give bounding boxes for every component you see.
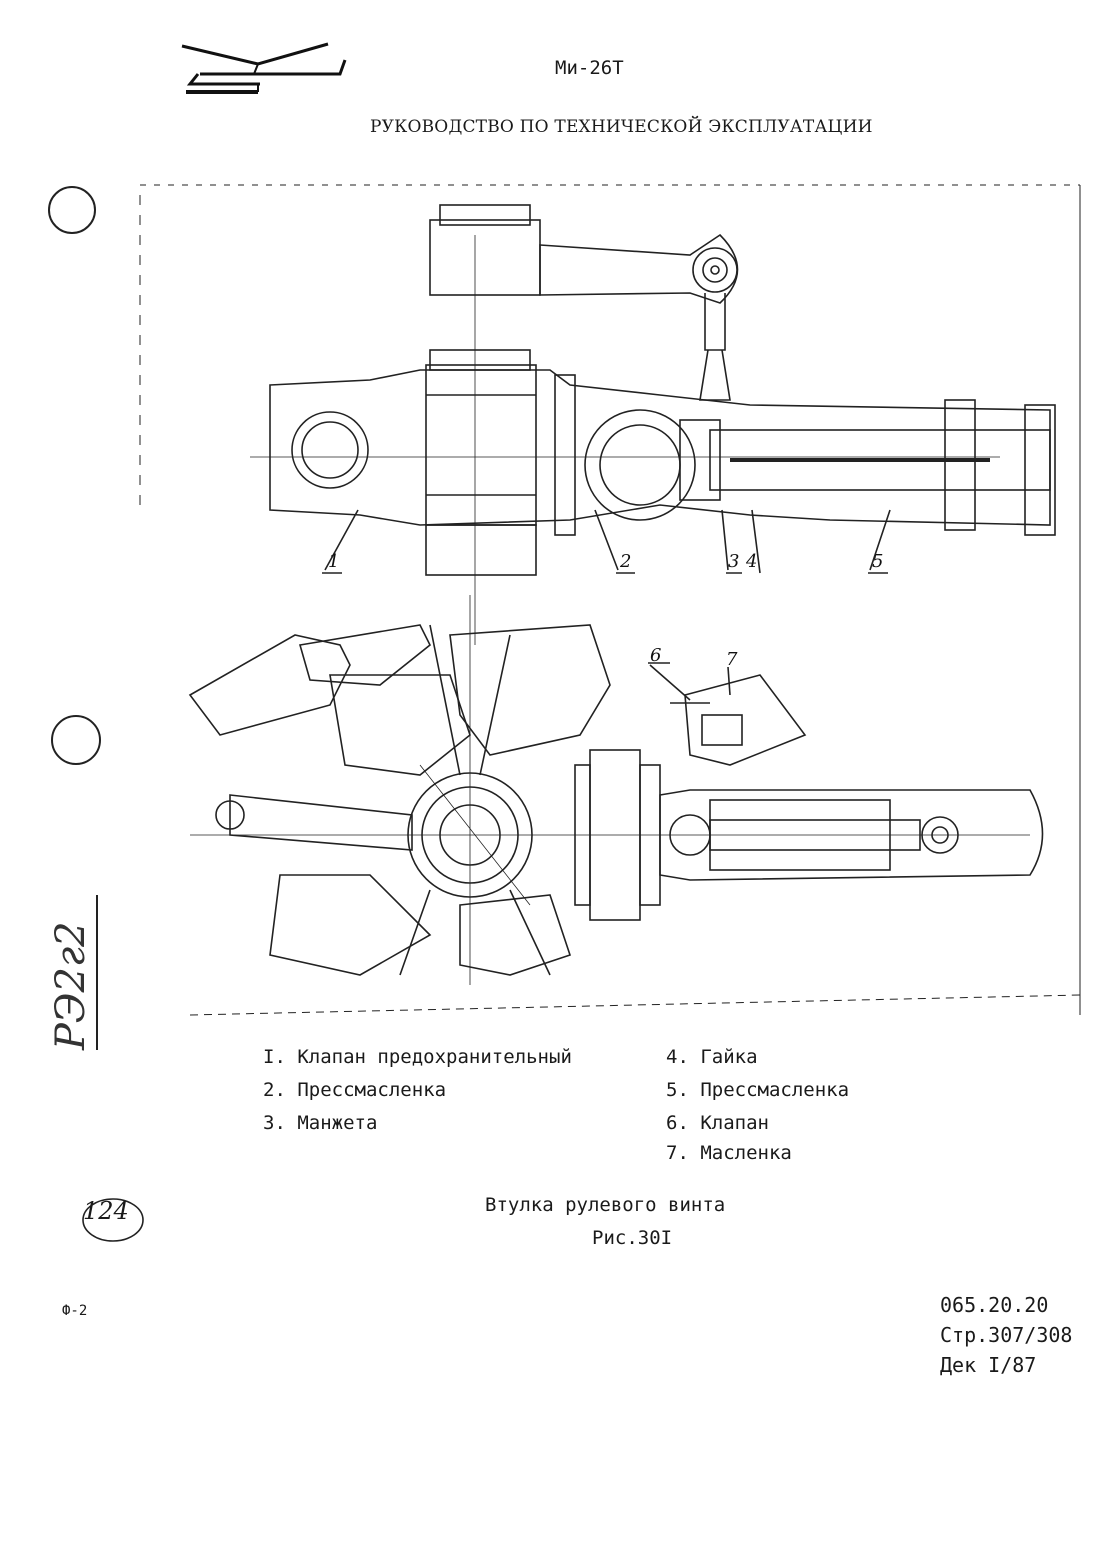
page-stamp-circle xyxy=(82,1198,144,1242)
manual-title: РУКОВОДСТВО ПО ТЕХНИЧЕСКОЙ ЭКСПЛУАТАЦИИ xyxy=(370,117,873,137)
callout-5: 5 xyxy=(872,551,883,572)
legend-item-2: 2. Прессмасленка xyxy=(263,1079,447,1101)
page-stamp-number: 124 xyxy=(83,1197,129,1225)
aircraft-model: Ми-26Т xyxy=(555,57,624,79)
document-code: 065.20.20 xyxy=(940,1293,1049,1317)
callout-7: 7 xyxy=(726,649,738,670)
figure-caption-title: Втулка рулевого винта xyxy=(485,1194,726,1216)
callout-6: 6 xyxy=(650,645,661,666)
archive-mark: РЭ2г2 xyxy=(48,921,94,1050)
callout-1: 1 xyxy=(328,551,339,572)
legend-item-5: 5. Прессмасленка xyxy=(666,1079,850,1101)
document-code-block: 065.20.20 Стр.307/308 Дек I/87 xyxy=(940,1290,1072,1380)
legend-item-3: 3. Манжета xyxy=(263,1112,378,1134)
helicopter-logo xyxy=(181,42,347,94)
legend-item-6: 6. Клапан xyxy=(666,1112,769,1134)
revision-date: Дек I/87 xyxy=(940,1353,1037,1377)
callout-2: 2 xyxy=(619,551,631,572)
callout-4: 4 xyxy=(745,551,757,572)
form-code: Ф-2 xyxy=(62,1303,88,1319)
legend-item-7: 7. Масленка xyxy=(666,1142,792,1164)
punch-hole-middle xyxy=(51,715,101,765)
figure-number: Рис.30I xyxy=(592,1227,673,1249)
legend-item-4: 4. Гайка xyxy=(666,1046,758,1068)
callout-3: 3 xyxy=(728,551,739,572)
technical-drawing: 1 2 3 4 5 6 7 xyxy=(139,184,1081,1016)
page-number: Стр.307/308 xyxy=(940,1323,1073,1347)
archive-mark-underline xyxy=(96,895,98,1050)
punch-hole-top xyxy=(48,186,96,234)
legend-item-1: I. Клапан предохранительный xyxy=(263,1046,572,1068)
